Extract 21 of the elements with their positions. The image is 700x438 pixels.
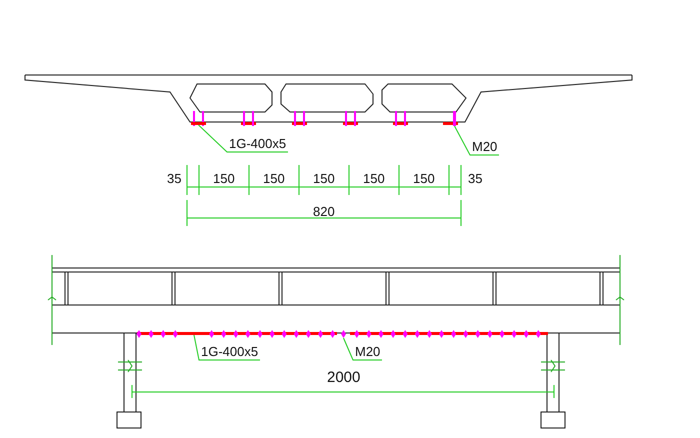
dimension-text: 35 xyxy=(468,171,482,186)
part-label: M20 xyxy=(472,139,498,154)
dimension-text: 150 xyxy=(263,171,285,186)
dimension-text: 150 xyxy=(213,171,235,186)
dimension-text: 820 xyxy=(313,204,335,219)
leader-line xyxy=(198,124,288,152)
plate-strip xyxy=(188,332,200,335)
anchor-bolt xyxy=(341,330,346,338)
part-label: M20 xyxy=(355,344,380,359)
dimension-text: 2000 xyxy=(327,370,360,385)
plate-strip xyxy=(191,122,206,125)
dimension-text: 150 xyxy=(363,171,385,186)
dimension-text: 150 xyxy=(313,171,335,186)
part-label: 1G-400x5 xyxy=(229,136,286,151)
anchor-bolt xyxy=(453,111,456,126)
leader-line xyxy=(194,334,260,360)
leader-line xyxy=(343,338,382,360)
dimension-text: 150 xyxy=(413,171,435,186)
part-label: 1G-400x5 xyxy=(201,344,258,359)
dimension-text: 35 xyxy=(167,171,182,186)
leader-line xyxy=(454,126,500,156)
